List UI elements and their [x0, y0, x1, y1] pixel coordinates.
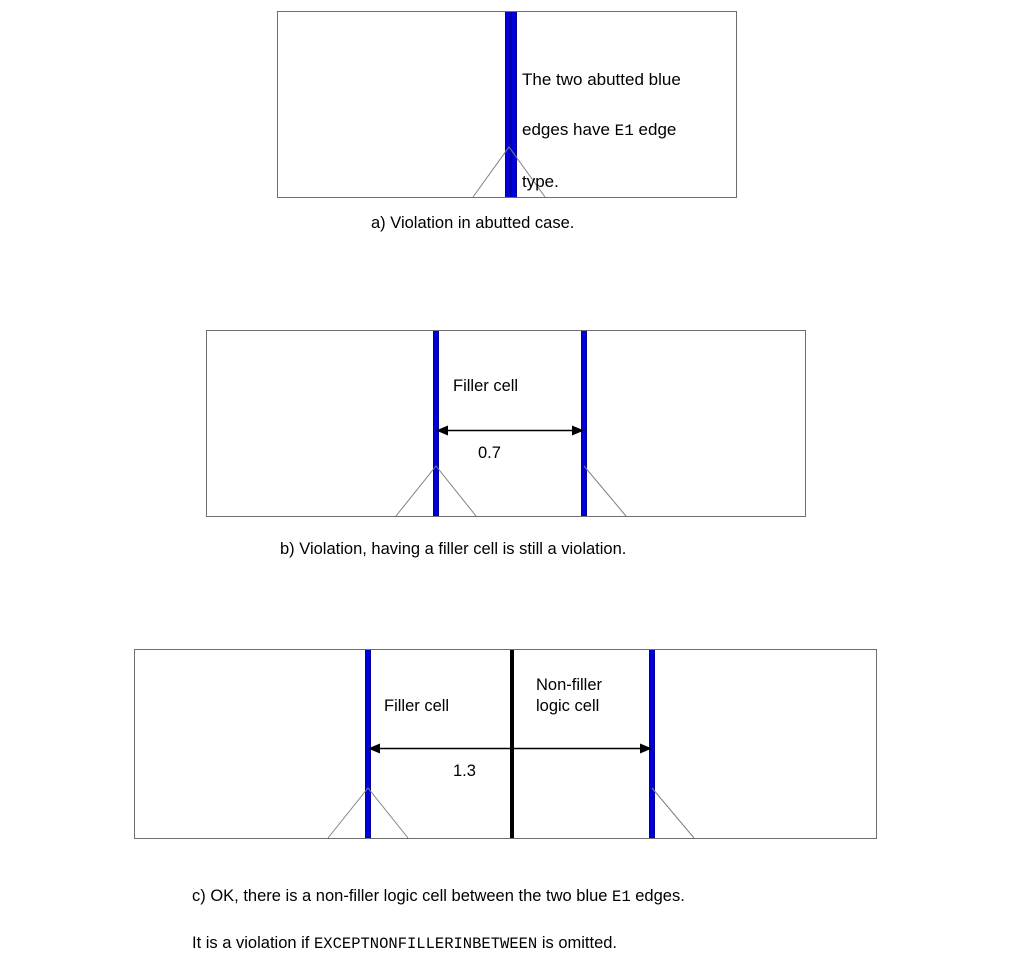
panel-b-diagram: Filler cell 0.7	[206, 330, 806, 517]
blue-edge-e1-left	[505, 12, 511, 197]
panel-c-caption-line1-post: edges.	[630, 887, 685, 905]
blue-edge-e1-left	[433, 331, 439, 516]
panel-c-caption: c) OK, there is a non-filler logic cell …	[192, 862, 685, 956]
panel-a-note-line1: The two abutted blue	[522, 70, 681, 89]
blue-edge-e1-left	[365, 650, 371, 838]
panel-a-caption: a) Violation in abutted case.	[371, 214, 575, 232]
panel-a-diagram: The two abutted blue edges have E1 edge …	[277, 11, 737, 198]
dimension-arrow	[436, 424, 584, 437]
blue-edge-e1-right	[581, 331, 587, 516]
filler-cell-label: Filler cell	[384, 697, 450, 715]
cell-origin-marker-icon-left	[327, 787, 412, 839]
blue-edge-e1-right	[649, 650, 655, 838]
edge-type-token: E1	[614, 122, 634, 140]
dimension-arrow	[368, 742, 652, 755]
edge-spacing-rule-figure: The two abutted blue edges have E1 edge …	[134, 11, 877, 953]
except-nonfiller-inbetween-token: EXCEPTNONFILLERINBETWEEN	[313, 935, 538, 953]
panel-c-diagram: Filler cell Non-filler logic cell 1.3	[134, 649, 877, 839]
panel-a-note-line2-pre: edges have	[522, 120, 615, 139]
panel-a-note: The two abutted blue edges have E1 edge …	[522, 42, 732, 194]
dimension-value: 0.7	[478, 444, 501, 462]
non-filler-logic-cell-label: Non-filler logic cell	[536, 676, 603, 715]
panel-c-caption-line1-pre: c) OK, there is a non-filler logic cell …	[192, 887, 613, 905]
cell-boundary-divider	[510, 650, 514, 838]
edge-type-token: E1	[612, 888, 631, 906]
cell-origin-marker-icon-right	[583, 465, 630, 517]
cell-origin-marker-icon-right	[651, 787, 698, 839]
panel-a-note-line2-post: edge	[633, 120, 677, 139]
panel-c-caption-line2-post: is omitted.	[537, 934, 618, 952]
panel-a-note-line3: type.	[522, 172, 559, 191]
cell-origin-marker-icon-left	[395, 465, 480, 517]
dimension-value: 1.3	[453, 762, 476, 780]
panel-b-caption: b) Violation, having a filler cell is st…	[280, 540, 627, 558]
filler-cell-label: Filler cell	[453, 377, 519, 395]
cell-origin-marker-icon	[472, 146, 553, 198]
blue-edge-e1-right	[511, 12, 517, 197]
panel-c-caption-line2-pre: It is a violation if	[192, 934, 314, 952]
